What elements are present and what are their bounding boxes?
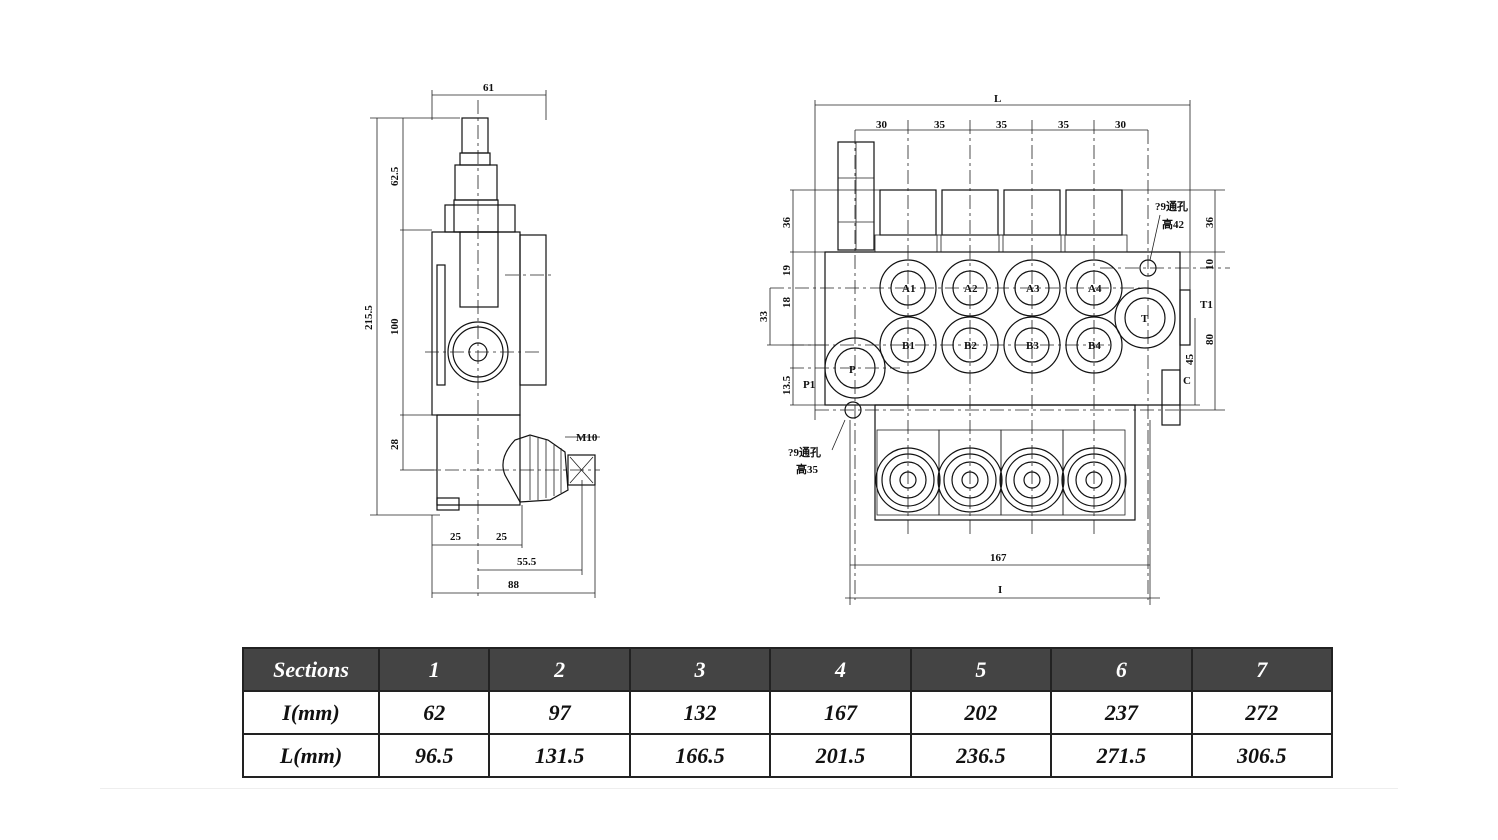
port-T: T (1141, 313, 1149, 325)
table-row: L(mm) 96.5 131.5 166.5 201.5 236.5 271.5… (242, 733, 1334, 778)
dim-19: 19 (781, 265, 793, 277)
side-view: 61 215.5 62.5 100 28 25 25 55.5 88 M10 (363, 82, 600, 600)
table-cell: 131.5 (488, 733, 631, 778)
header-cell: 4 (769, 647, 912, 692)
hole-note-top-depth: 高42 (1162, 217, 1184, 231)
port-C: C (1183, 375, 1191, 387)
dim-pitch-1: 30 (876, 119, 888, 131)
header-cell: 2 (488, 647, 631, 692)
port-label-a: A3 (1026, 283, 1040, 295)
port-label-a: A2 (964, 283, 978, 295)
header-cell: 3 (628, 647, 772, 692)
row-label: L(mm) (242, 733, 380, 778)
dim-pitch-4: 35 (1058, 119, 1070, 131)
port-label-a: A1 (902, 283, 915, 295)
dim-55-5: 55.5 (517, 556, 537, 568)
port-P: P (849, 364, 856, 376)
dim-I: I (998, 584, 1002, 596)
dim-pitch-2: 35 (934, 119, 946, 131)
dim-28: 28 (389, 439, 401, 451)
row-label: I(mm) (242, 690, 380, 735)
table-cell: 97 (488, 690, 631, 735)
table-cell: 132 (628, 690, 772, 735)
dim-pitch-5: 30 (1115, 119, 1127, 131)
table-cell: 96.5 (377, 733, 491, 778)
table-cell: 271.5 (1050, 733, 1193, 778)
table-cell: 202 (909, 690, 1053, 735)
port-T1: T1 (1200, 299, 1213, 311)
hole-note-bottom-depth: 高35 (796, 462, 818, 476)
dim-36-right: 36 (1204, 217, 1216, 229)
dim-L: L (994, 93, 1001, 105)
dim-88: 88 (508, 579, 520, 591)
port-label-b: B4 (1088, 340, 1101, 352)
header-cell: 7 (1190, 647, 1334, 692)
hole-note-bottom: ?9通孔 (788, 446, 821, 459)
dim-167: 167 (990, 552, 1007, 564)
thread-label: M10 (576, 432, 598, 444)
dim-pitch-3: 35 (996, 119, 1008, 131)
header-cell: 5 (909, 647, 1053, 692)
header-cell: 1 (377, 647, 491, 692)
divider (100, 788, 1398, 789)
dim-215-5: 215.5 (363, 305, 375, 330)
dim-25-right: 25 (496, 531, 508, 543)
header-cell: 6 (1050, 647, 1193, 692)
dim-62-5: 62.5 (389, 166, 401, 186)
table-cell: 167 (769, 690, 912, 735)
dim-45: 45 (1184, 354, 1196, 366)
port-label-b: B1 (902, 340, 915, 352)
dim-18: 18 (781, 297, 793, 309)
sections-table: Sections 1 2 3 4 5 6 7 I(mm) 62 97 132 1… (242, 647, 1334, 778)
dim-33: 33 (758, 311, 770, 323)
table-cell: 306.5 (1190, 733, 1334, 778)
table-cell: 166.5 (628, 733, 772, 778)
header-cell: Sections (242, 647, 380, 692)
dim-25-left: 25 (450, 531, 462, 543)
port-label-a: A4 (1088, 283, 1102, 295)
port-P1: P1 (803, 379, 815, 391)
dim-80: 80 (1204, 334, 1216, 346)
dim-100: 100 (389, 318, 401, 335)
table-cell: 272 (1190, 690, 1334, 735)
port-label-b: B3 (1026, 340, 1039, 352)
dim-36-left: 36 (781, 217, 793, 229)
table-cell: 237 (1050, 690, 1193, 735)
port-label-b: B2 (964, 340, 977, 352)
dim-13-5: 13.5 (781, 375, 793, 395)
table-cell: 201.5 (769, 733, 912, 778)
table-row: I(mm) 62 97 132 167 202 237 272 (242, 690, 1334, 735)
dim-61: 61 (483, 82, 494, 94)
table-cell: 236.5 (909, 733, 1053, 778)
table-cell: 62 (377, 690, 491, 735)
hole-note-top: ?9通孔 (1155, 200, 1188, 213)
dim-10: 10 (1204, 259, 1216, 271)
table-header-row: Sections 1 2 3 4 5 6 7 (242, 647, 1334, 692)
